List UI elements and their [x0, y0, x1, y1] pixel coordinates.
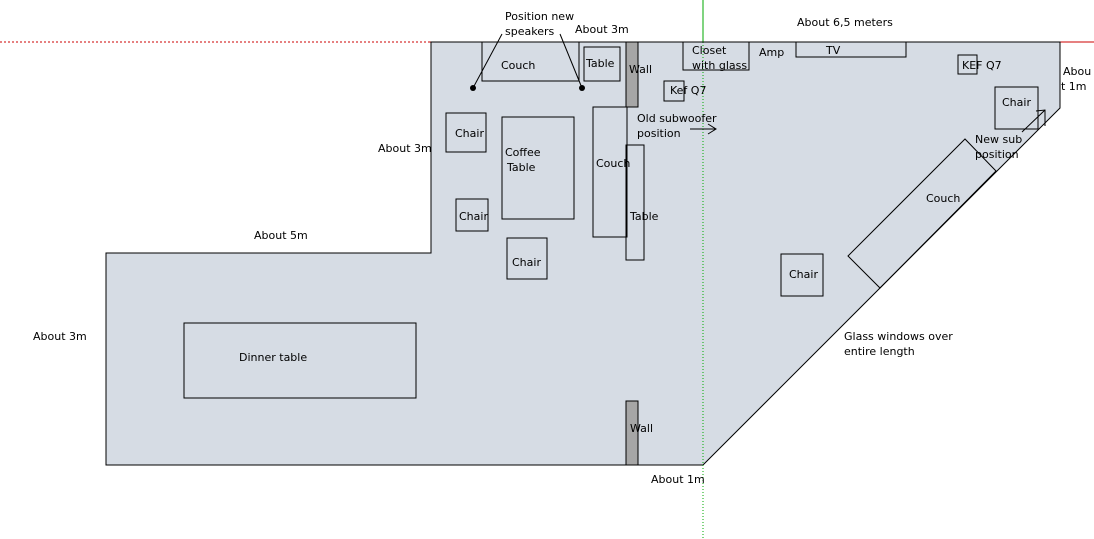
- closet-label-1: Closet: [692, 44, 727, 57]
- kef-speaker-right: [957, 54, 978, 75]
- new-sub-arrow-shaft: [1021, 109, 1046, 133]
- old-sub-arrow-head: [707, 123, 717, 135]
- speaker-pointer-right: [559, 33, 583, 89]
- kef-speaker-left: [663, 80, 685, 102]
- speaker-pointer-left: [472, 33, 503, 89]
- wall-top: [625, 41, 639, 108]
- chair-right: [994, 86, 1039, 130]
- chair-1-label: Chair: [455, 127, 484, 140]
- note-about-5m: About 5m: [254, 229, 308, 242]
- dinner-table-label: Dinner table: [239, 351, 307, 364]
- room-floor: [105, 41, 1061, 466]
- coffee-table: [501, 116, 575, 220]
- couch-mid-label: Couch: [596, 157, 630, 170]
- note-about-65m: About 6,5 meters: [797, 16, 893, 29]
- dinner-table: [183, 322, 417, 399]
- closet: [682, 41, 750, 71]
- table-top-label: Table: [585, 57, 615, 70]
- note-about-3m-mid: About 3m: [378, 142, 432, 155]
- chair-3-label: Chair: [512, 256, 541, 269]
- table-mid: [625, 144, 645, 261]
- chair-right-label: Chair: [1002, 96, 1031, 109]
- table-top: [583, 46, 621, 82]
- chair-4-label: Chair: [789, 268, 818, 281]
- note-position-new-1: Position new: [505, 10, 574, 23]
- note-about-3m-top: About 3m: [575, 23, 629, 36]
- note-old-sub-1: Old subwoofer: [637, 112, 717, 125]
- couch-diagonal: [847, 138, 997, 289]
- note-glass-1: Glass windows over: [844, 330, 953, 343]
- chair-1: [445, 112, 487, 153]
- couch-top: [481, 41, 580, 82]
- closet-label-2: with glass: [692, 59, 747, 72]
- note-about-1m-right-2: t 1m: [1061, 80, 1087, 93]
- table-mid-label: Table: [629, 210, 659, 223]
- coffee-table-label-2: Table: [506, 161, 536, 174]
- wall-top-label: Wall: [629, 63, 652, 76]
- couch-diag-label: Couch: [926, 192, 960, 205]
- note-about-1m-bottom: About 1m: [651, 473, 705, 486]
- tv-label: TV: [825, 44, 841, 57]
- chair-2-label: Chair: [459, 210, 488, 223]
- note-position-new-2: speakers: [505, 25, 554, 38]
- chair-2: [455, 198, 489, 232]
- couch-top-label: Couch: [501, 59, 535, 72]
- kef-right-label: KEF Q7: [962, 59, 1002, 72]
- note-new-sub-2: position: [975, 148, 1019, 161]
- note-new-sub-1: New sub: [975, 133, 1022, 146]
- amp-label: Amp: [759, 46, 784, 59]
- coffee-table-label-1: Coffee: [505, 146, 541, 159]
- kef-left-label: Kef Q7: [670, 84, 706, 97]
- note-old-sub-2: position: [637, 127, 681, 140]
- note-about-1m-right-1: Abou: [1063, 65, 1091, 78]
- chair-3: [506, 237, 548, 280]
- tv: [795, 41, 907, 58]
- chair-4: [780, 253, 824, 297]
- note-glass-2: entire length: [844, 345, 915, 358]
- wall-bottom-label: Wall: [630, 422, 653, 435]
- couch-mid: [592, 106, 628, 238]
- wall-bottom: [625, 400, 639, 466]
- note-about-3m-left: About 3m: [33, 330, 87, 343]
